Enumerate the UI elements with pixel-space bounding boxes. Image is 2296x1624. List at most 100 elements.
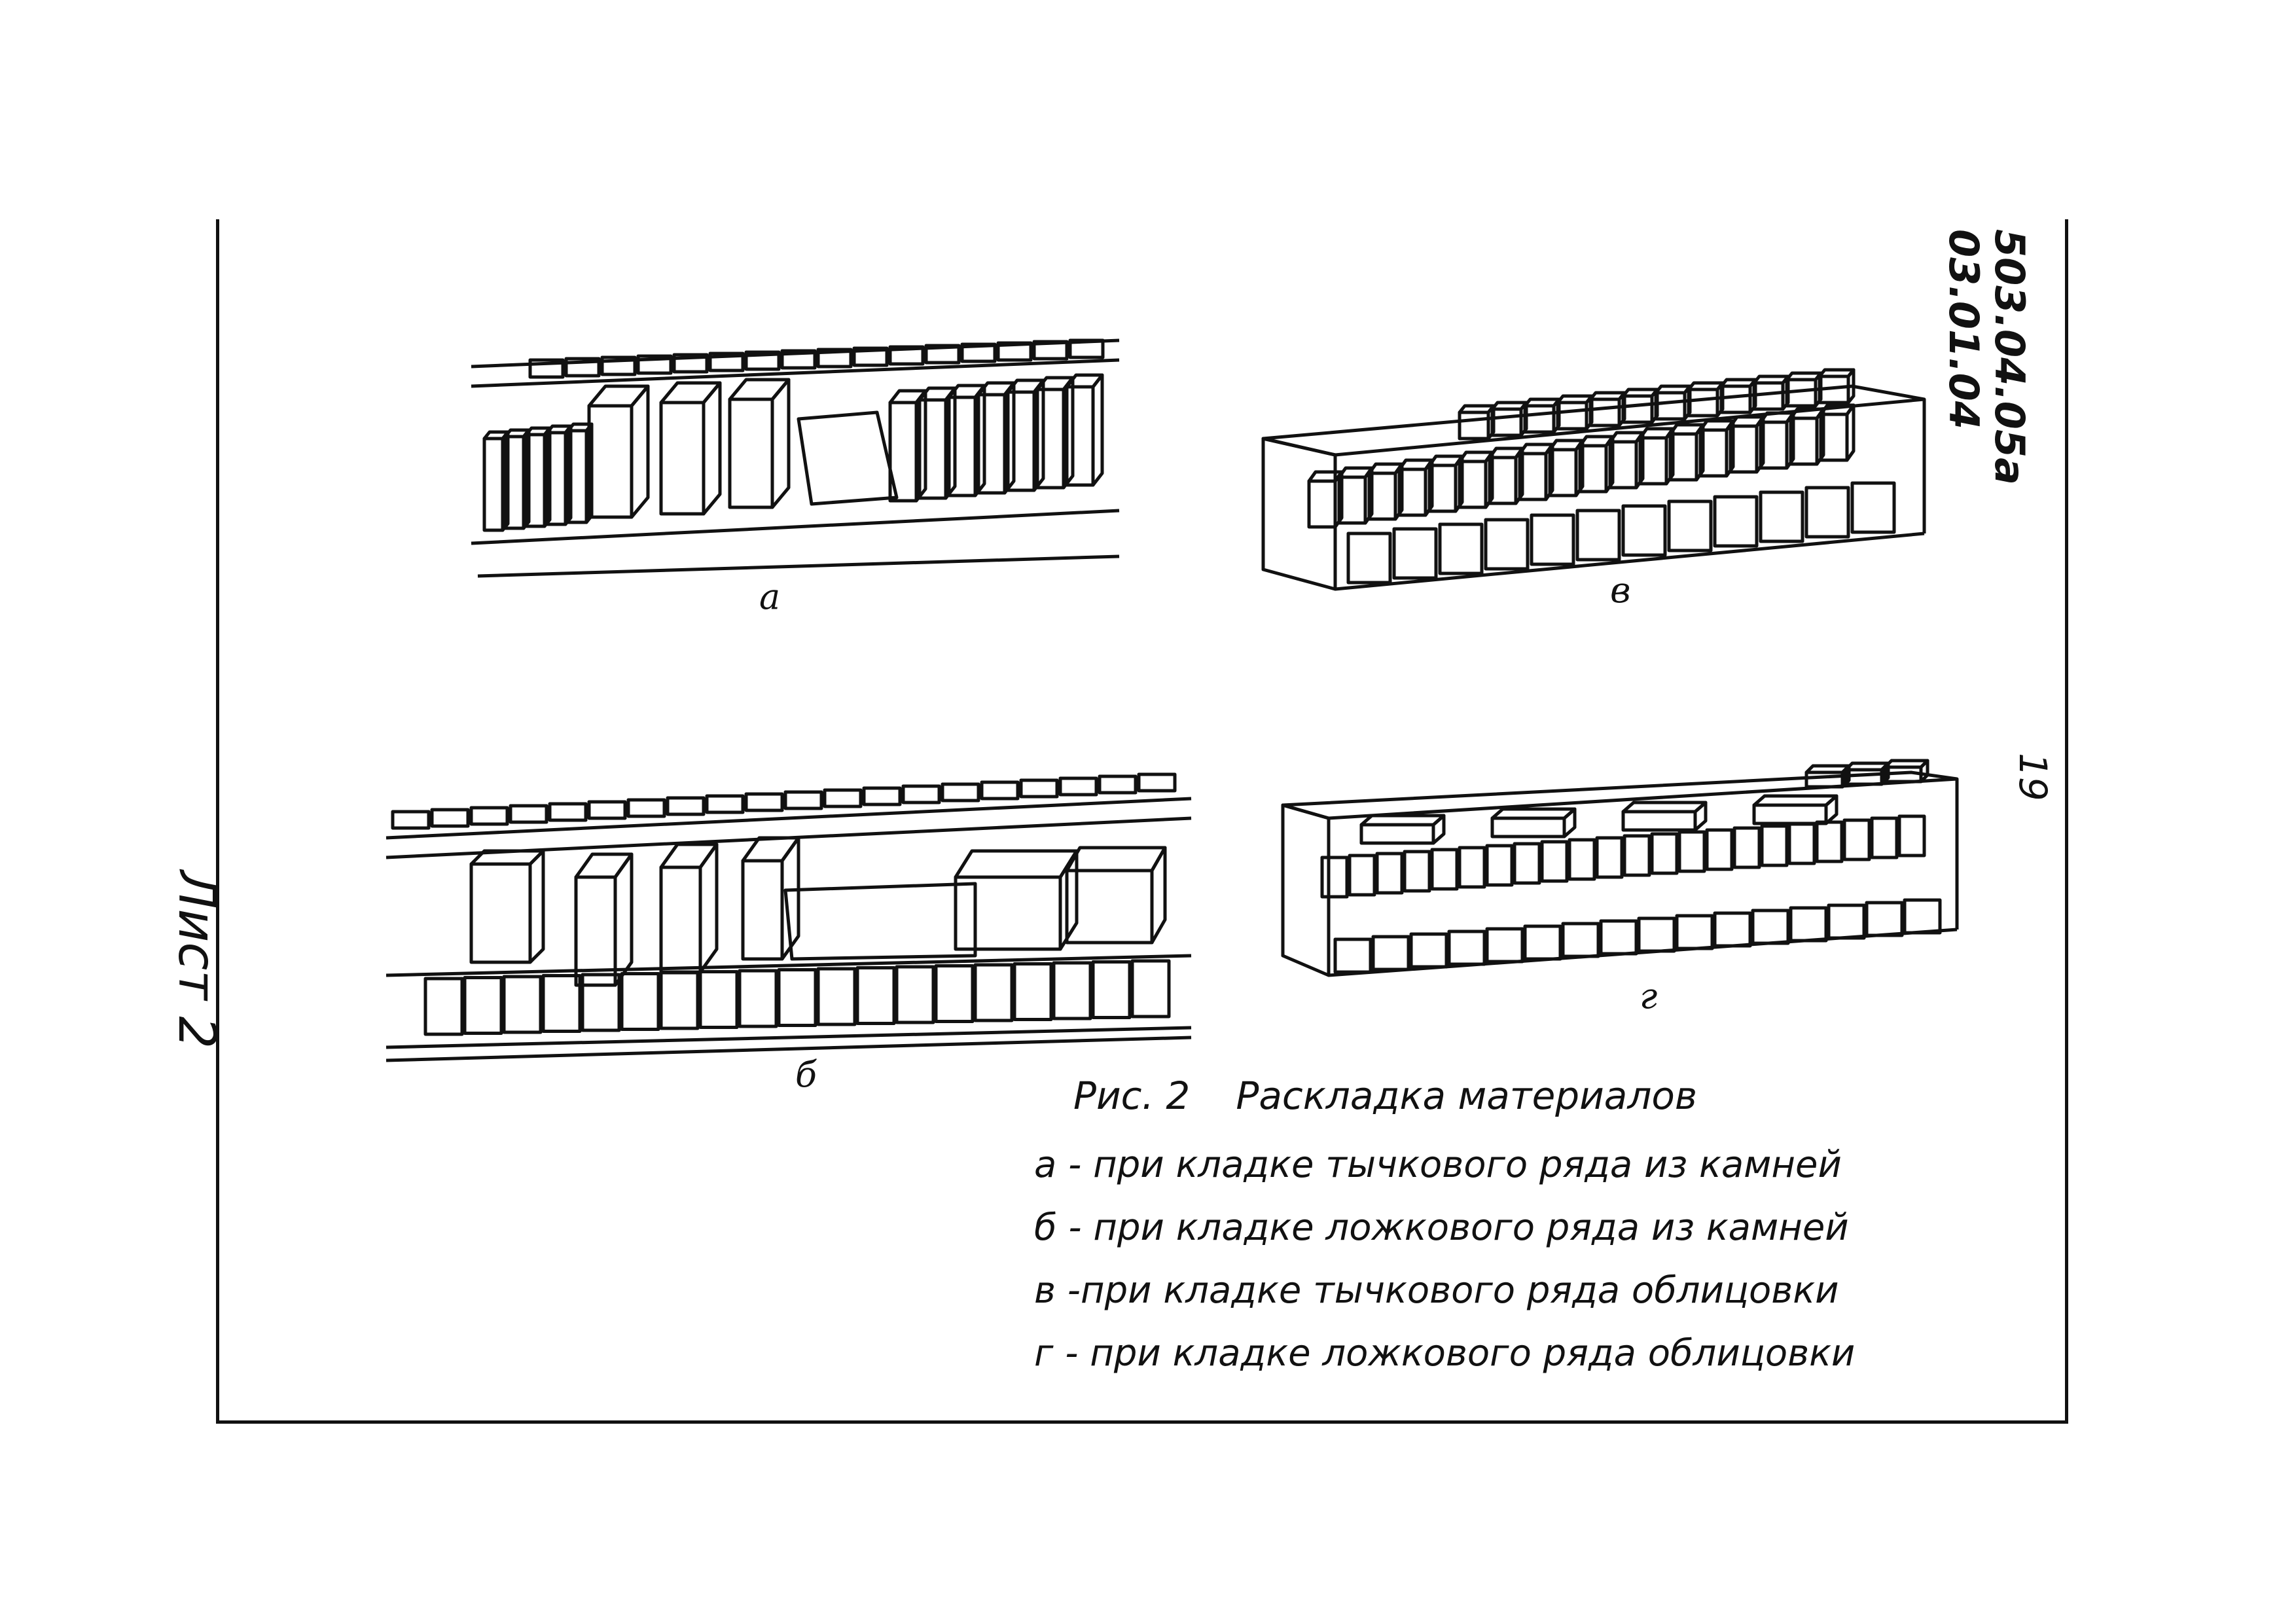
sheet-label: Лист 2 [167,871,226,1049]
course-brick [1513,842,1541,885]
figure-a-drawing [471,338,1120,578]
top-course-brick [996,341,1033,362]
stacked-brick-front [977,393,1007,495]
caption-item-v: в -при кладке тычкового ряда облицовки [1034,1269,1839,1312]
stretcher-brick [581,973,621,1032]
stacked-brick-side [1091,373,1104,487]
caption-title: Раскладка материалов [1236,1074,1698,1118]
stack-brick-front [482,437,505,532]
stretcher-brick [934,964,975,1023]
top-course-brick [783,790,823,810]
drawing-frame [216,219,2068,1424]
stack-brick-front [1621,394,1654,424]
lower-course-brick [1438,522,1484,575]
figure-v-drawing [1261,368,1926,591]
top-course-brick [1058,776,1098,797]
stack-brick-front [1654,391,1687,421]
stone-block-top [1065,846,1167,873]
stack-brick-front [1458,410,1490,441]
figure-v-label: в [1610,569,1631,611]
top-course-brick [744,350,781,371]
lower-course-brick [1804,486,1850,539]
stack-brick-front [1687,388,1719,418]
course-brick [1760,824,1789,867]
stretcher-brick [973,963,1014,1022]
top-course-brick [600,355,637,376]
course-brick [1870,816,1899,859]
stretcher-brick [1052,961,1092,1020]
top-course-brick [705,794,745,814]
course-brick [1705,828,1734,871]
lower-course-brick [1346,532,1392,585]
wall-base-line [471,509,1120,545]
lower-course-brick [1675,914,1714,950]
stretcher-stack-side [1693,801,1708,832]
lower-course-brick [1530,513,1575,566]
lower-course-brick [1713,495,1759,548]
top-course-brick [430,808,470,828]
top-course-brick [888,345,925,366]
course-brick [1540,840,1569,883]
top-course-brick [980,780,1020,801]
course-brick [1595,836,1624,879]
header-brick-front [1307,479,1337,529]
lower-course-brick [1850,481,1896,534]
stone-block-front [659,401,706,516]
top-course-brick [666,796,706,816]
course-brick [1375,852,1404,895]
page-number: 19 [2011,753,2055,801]
lower-course-brick [1751,909,1790,945]
top-course-brick [941,782,980,803]
top-course-brick [469,806,509,826]
lower-course-brick [1865,901,1904,937]
stack-brick-side [1846,368,1856,405]
top-course-brick [636,354,673,375]
document-code-line-1: 503.04.05а [1986,229,2034,485]
stack-brick-front [1588,397,1621,427]
top-course-brick [626,798,666,818]
top-course-brick [744,792,784,812]
stone-block-side [1150,846,1167,945]
top-course-brick [1019,778,1059,799]
course-brick [1897,814,1926,857]
stone-pillar-side [613,852,634,987]
mortar-bed [797,410,899,506]
course-brick [1650,832,1679,875]
base-line-2 [386,1036,1192,1062]
stretcher-stack-front [1752,803,1828,825]
lower-course-brick [1667,499,1713,552]
course-brick [1787,822,1816,865]
lower-course-brick [1713,911,1752,948]
top-brick-front [1804,770,1844,789]
base-line-1 [386,1026,1192,1049]
lower-course-brick [1523,924,1562,961]
top-course-brick [1032,340,1069,361]
document-code: 503.04.05а 03.01.04 [1940,229,2034,485]
stretcher-brick [423,977,464,1036]
top-course-brick [1068,338,1105,359]
stone-pillar-side [698,842,719,974]
top-course-brick [924,344,961,365]
figure-a-label: а [759,576,781,617]
caption-item-a: а - при кладке тычкового ряда из камней [1034,1144,1842,1186]
stacked-brick-front [918,398,948,500]
stack-brick-front [1523,404,1556,434]
stacked-brick-front [1065,385,1095,487]
figure-g-label: г [1640,975,1658,1017]
top-course-brick [548,802,588,822]
course-brick [1842,818,1871,861]
stone-block-front [1065,869,1154,945]
lower-course-brick [1575,509,1621,562]
wall-end-face [1261,437,1337,591]
stretcher-brick [659,971,700,1030]
stretcher-brick [620,972,660,1031]
course-brick [1568,838,1596,881]
top-course-brick [509,804,548,824]
top-course-brick [780,349,817,370]
lower-course-brick [1599,919,1638,956]
stretcher-stack-top [1621,801,1708,814]
stretcher-stack-front [1490,816,1566,839]
stretcher-brick [502,975,543,1034]
figure-b-label: б [795,1054,817,1095]
